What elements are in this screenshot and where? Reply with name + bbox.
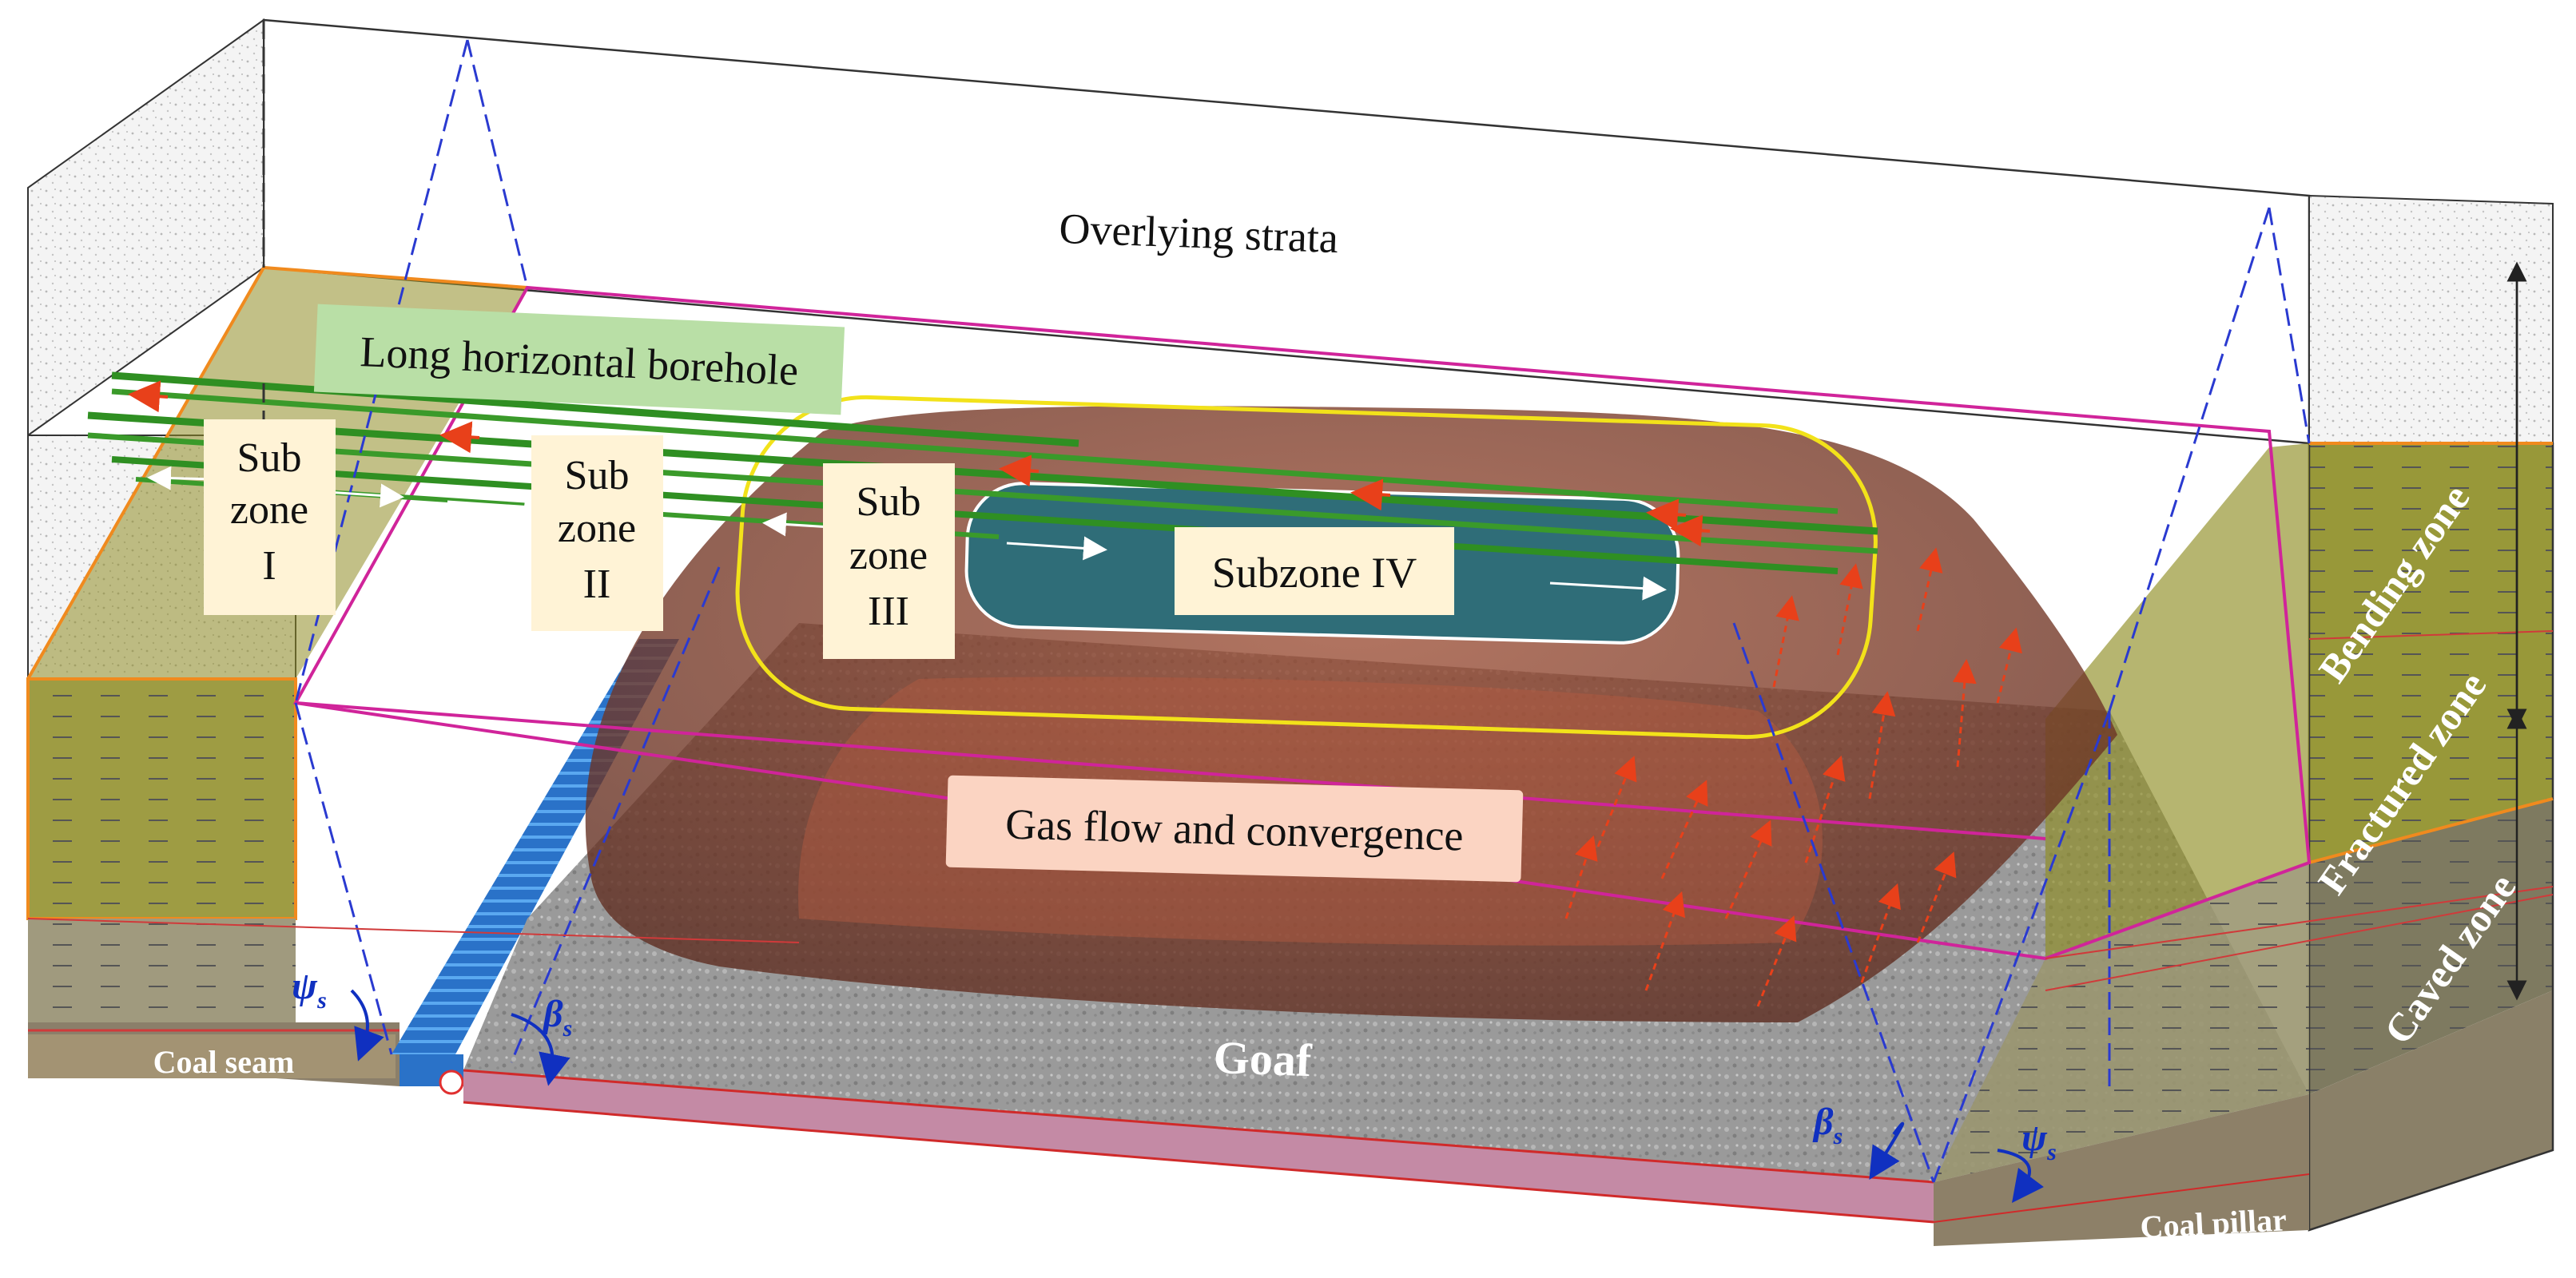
right-strata-block <box>1934 443 2309 1182</box>
psi-s-left: ψs <box>292 965 327 1014</box>
subzone-4-label: Subzone IV <box>1212 549 1417 597</box>
subzone-3-line-3: III <box>868 589 909 634</box>
subzone-2-box: Sub zone II <box>531 435 663 631</box>
long-horizontal-boreholes <box>87 371 1878 574</box>
borehole-label-box: Long horizontal borehole <box>313 304 845 415</box>
overlying-strata-block <box>27 18 2554 445</box>
subzone-1-line-2: zone <box>230 487 308 533</box>
beta-s-right: βs <box>1812 1101 1843 1149</box>
subzone-4-box: Subzone IV <box>1175 527 1454 615</box>
subzone-3-outline <box>735 395 1878 740</box>
subzone-2-line-3: II <box>583 562 611 607</box>
gas-flow-box: Gas flow and convergence <box>945 775 1524 883</box>
subzone-1-box: Sub zone I <box>204 419 336 615</box>
psi-s-right: ψs <box>2021 1117 2057 1165</box>
subzone-2-line-1: Sub <box>565 453 630 498</box>
front-strata-face <box>27 435 2554 1232</box>
subzone-3-box: Sub zone III <box>823 463 955 659</box>
subzone-3-line-2: zone <box>849 533 928 578</box>
subzone-2-line-2: zone <box>558 506 636 551</box>
zone-boundary-plane <box>28 442 2554 864</box>
beta-s-left: βs <box>542 993 572 1042</box>
subzone-1-line-1: Sub <box>237 435 302 481</box>
gas-flow-arrows <box>1564 547 2022 1007</box>
angle-arcs <box>350 989 2044 1204</box>
subzone-1-line-3: I <box>262 543 276 589</box>
subzone-boundary-arrows <box>147 466 1667 601</box>
overlying-strata-label: Overlying strata <box>1059 204 1339 262</box>
strata-lines <box>27 630 2554 991</box>
subzone-3-line-1: Sub <box>857 479 921 525</box>
coal-seam-label: Coal seam <box>153 1044 295 1080</box>
goaf-label: Goaf <box>1213 1031 1313 1086</box>
coal-pillar-label: Coal pillar <box>2139 1201 2287 1245</box>
